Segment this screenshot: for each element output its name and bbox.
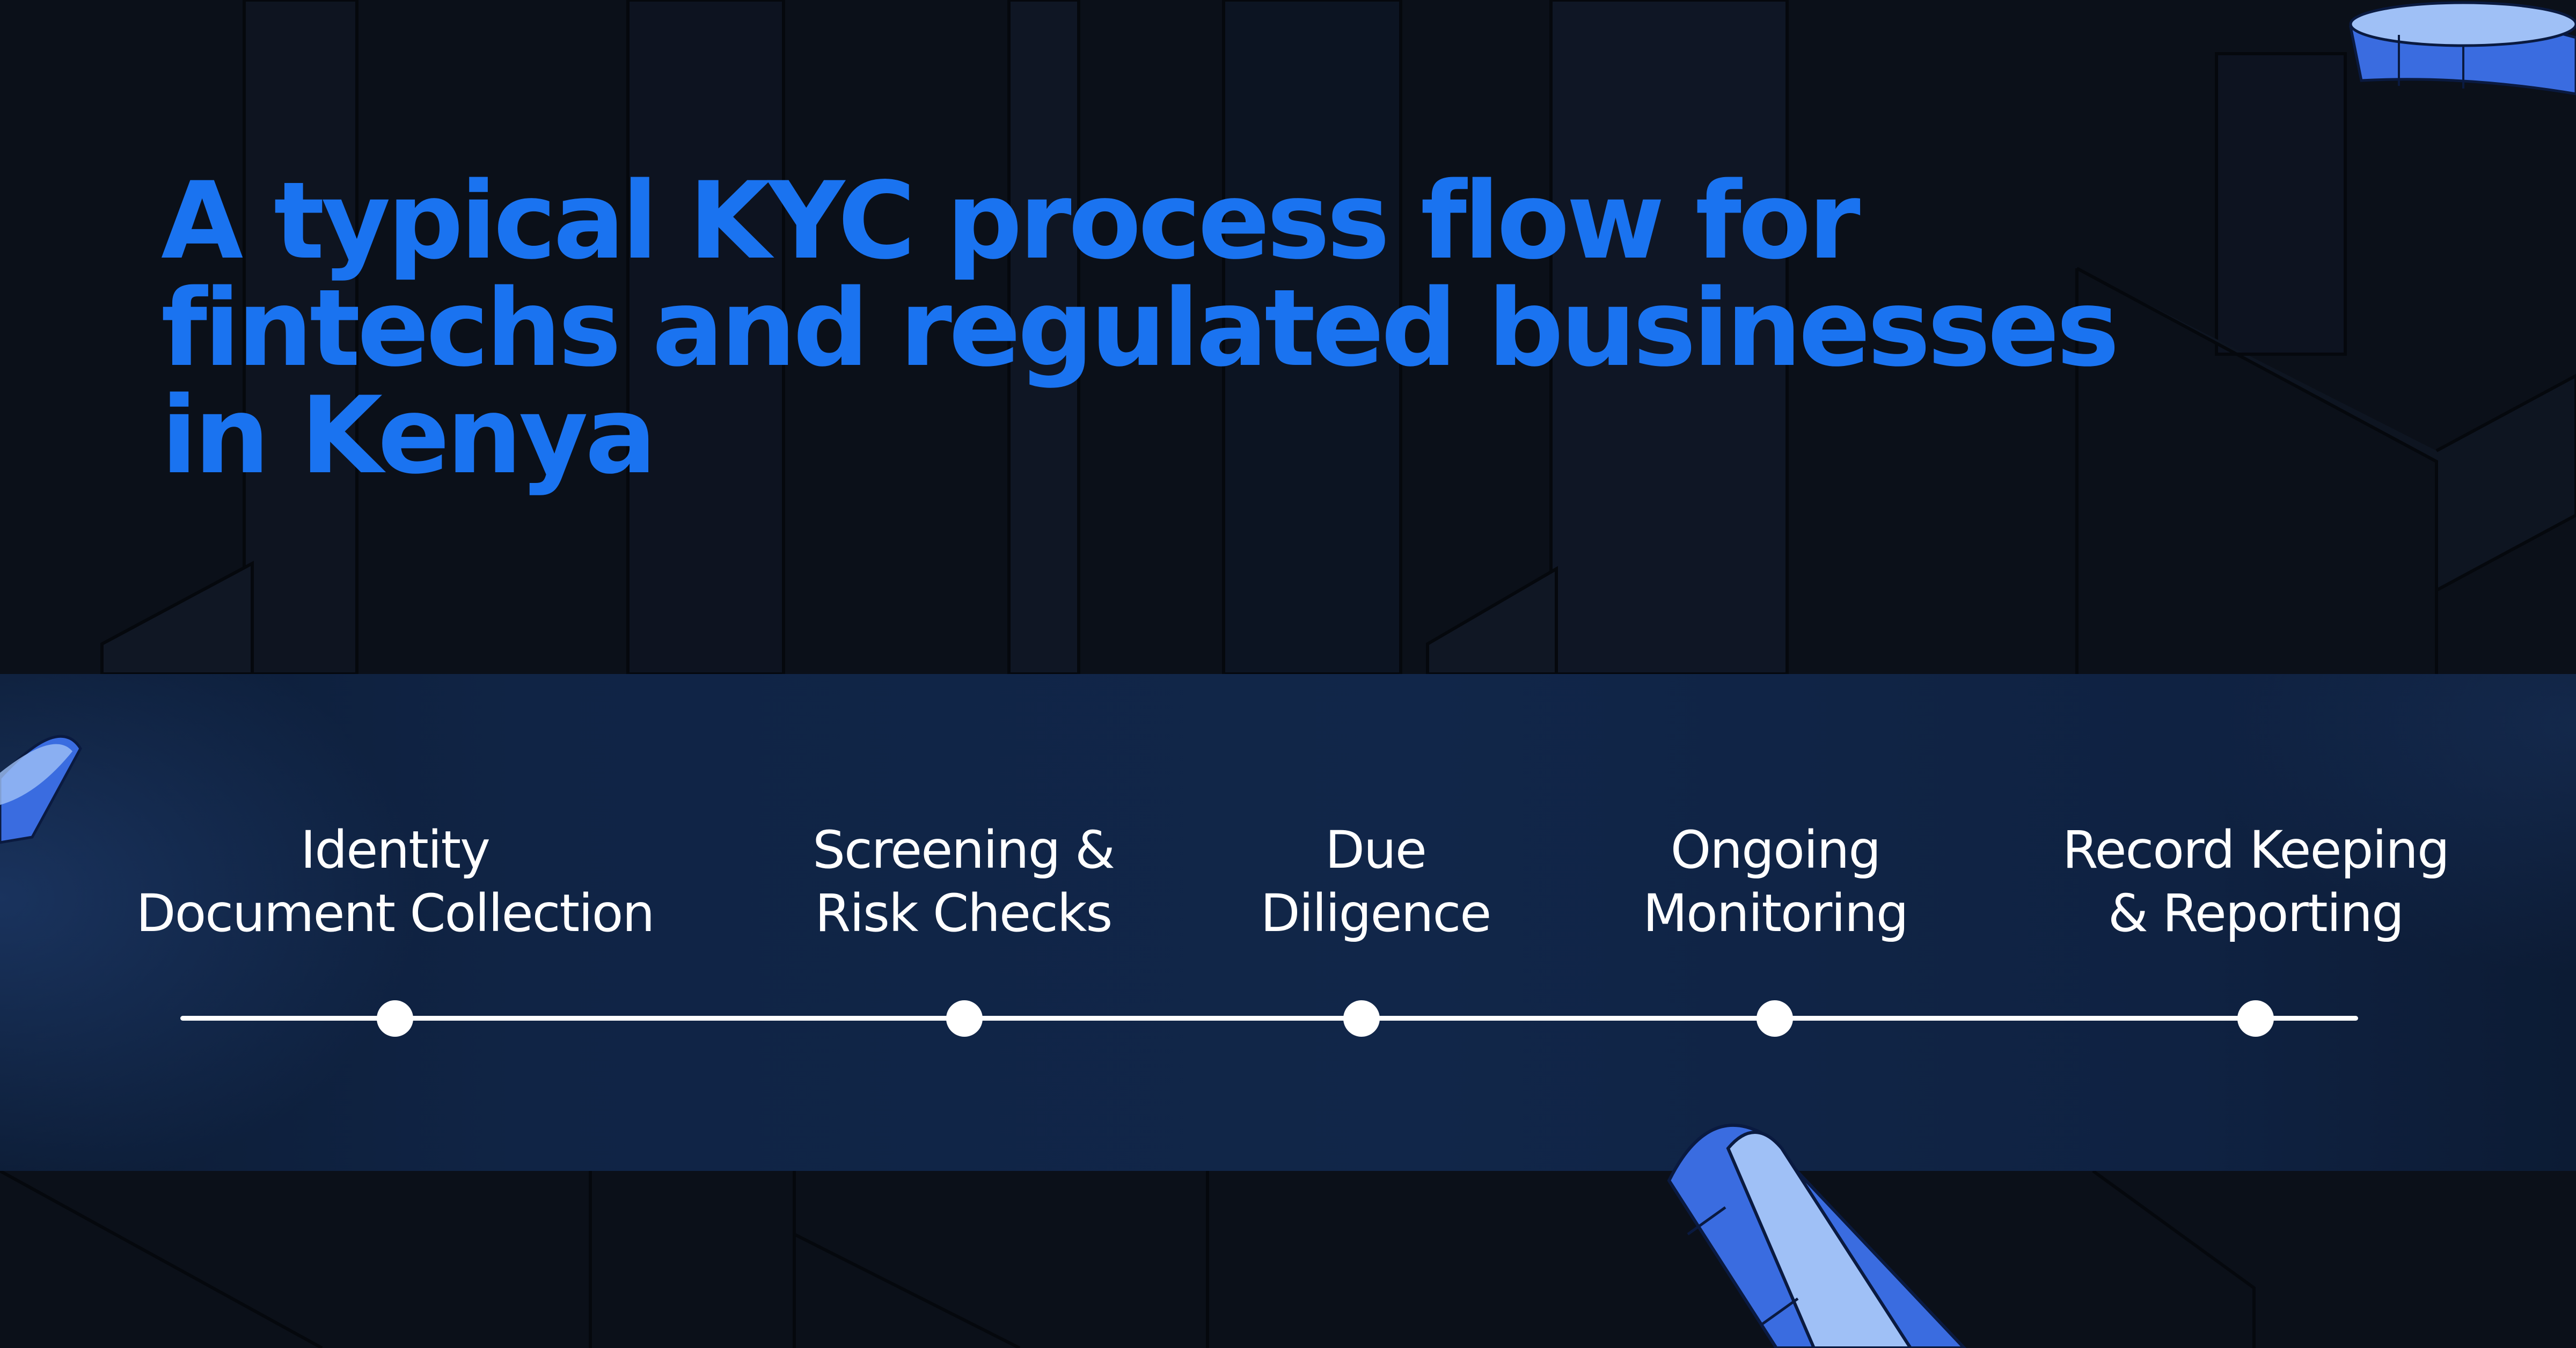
page-title: A typical KYC process flow for fintechs … xyxy=(161,159,2119,497)
step-label-screening-risk-checks: Screening & Risk Checks xyxy=(813,820,1115,943)
coin-bottom-icon xyxy=(1667,1123,1967,1348)
timeline-dot-ongoing-monitoring xyxy=(1757,1000,1793,1037)
step-label-identity-document-collection: Identity Document Collection xyxy=(136,820,655,943)
step-label-due-diligence: Due Diligence xyxy=(1260,820,1492,943)
band-light-glow xyxy=(0,674,2576,1171)
step-label-ongoing-monitoring: Ongoing Monitoring xyxy=(1643,820,1908,943)
step-label-record-keeping-reporting: Record Keeping & Reporting xyxy=(2062,820,2450,943)
timeline-dot-due-diligence xyxy=(1343,1000,1380,1037)
timeline-dot-record-keeping-reporting xyxy=(2237,1000,2274,1037)
timeline-dot-identity-document-collection xyxy=(377,1000,413,1037)
coin-left-icon xyxy=(0,735,82,844)
coin-top-right-icon xyxy=(2349,1,2576,96)
timeline-dot-screening-risk-checks xyxy=(946,1000,983,1037)
timeline-line xyxy=(180,1016,2358,1021)
